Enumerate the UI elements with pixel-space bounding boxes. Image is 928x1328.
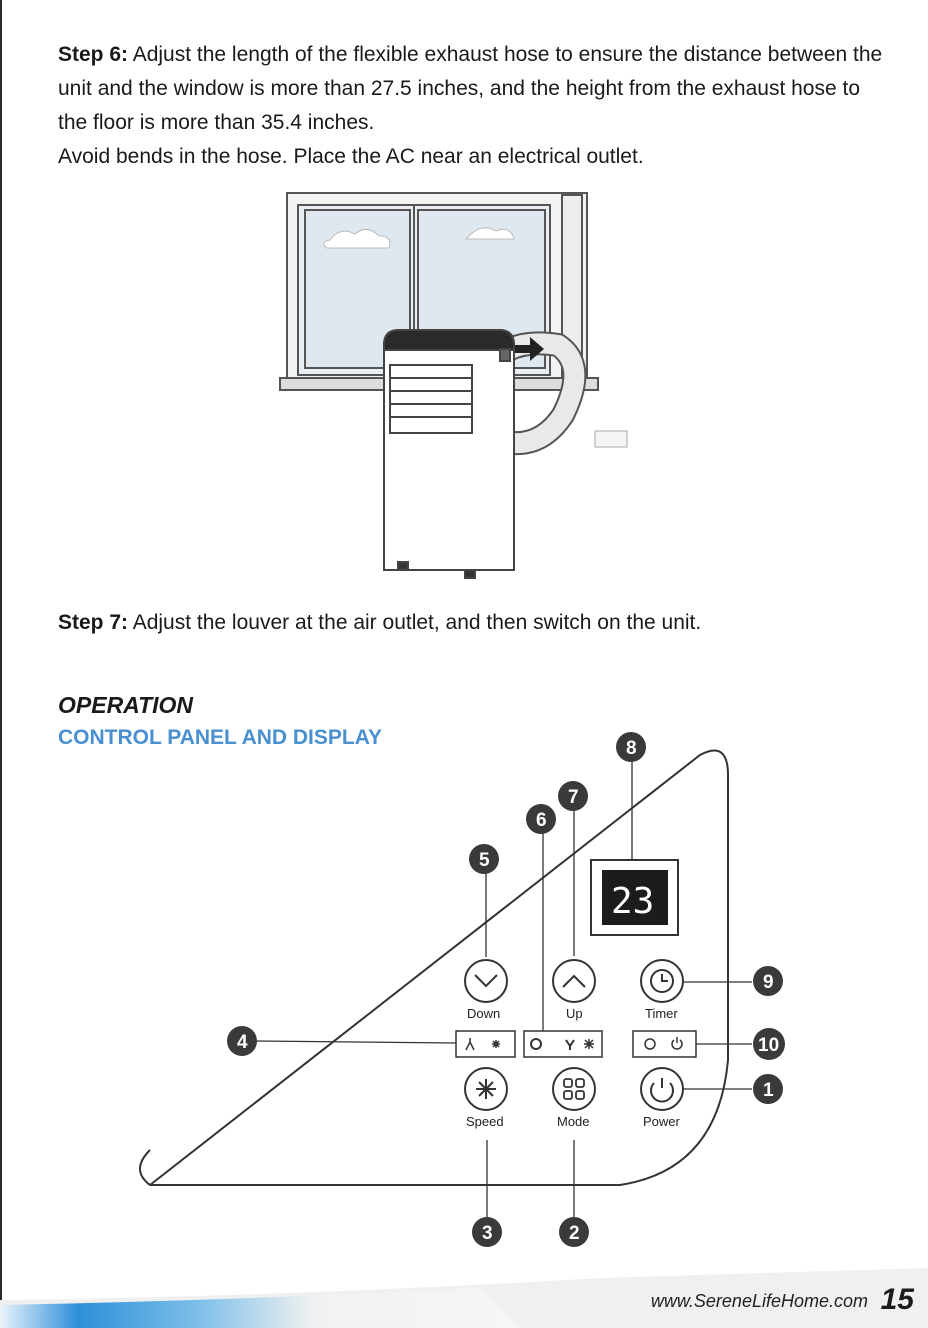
leader-lines	[255, 760, 752, 1220]
section-subtitle: CONTROL PANEL AND DISPLAY	[58, 726, 382, 749]
callout-6: 6	[526, 804, 556, 834]
callout-10: 10	[753, 1028, 785, 1060]
clock-icon	[650, 969, 674, 993]
up-button[interactable]: Up	[552, 959, 596, 1021]
down-label: Down	[467, 1006, 500, 1021]
callout-1: 1	[753, 1074, 783, 1104]
svg-text:4: 4	[237, 1032, 248, 1053]
page-number: 15	[880, 1283, 914, 1316]
callout-9: 9	[753, 966, 783, 996]
panel-outline	[139, 749, 729, 1186]
step6-text: Adjust the length of the flexible exhaus…	[58, 43, 883, 134]
up-label: Up	[566, 1006, 583, 1021]
step6-label: Step 6:	[58, 43, 129, 66]
svg-text:7: 7	[568, 787, 579, 808]
fan-speed-indicators	[455, 1030, 516, 1058]
dry-icon	[565, 1039, 575, 1050]
svg-text:5: 5	[479, 850, 490, 871]
down-button[interactable]: Down	[464, 959, 508, 1021]
power-label: Power	[643, 1114, 681, 1129]
callout-7: 7	[558, 781, 588, 811]
mode-indicators	[523, 1030, 603, 1058]
power-icon	[650, 1078, 674, 1103]
svg-text:6: 6	[536, 810, 547, 831]
temperature-display: 23	[590, 859, 679, 936]
svg-text:1: 1	[763, 1080, 774, 1101]
snowflake-icon	[530, 1038, 542, 1050]
timer-label: Timer	[645, 1006, 678, 1021]
svg-text:9: 9	[763, 972, 774, 993]
mode-button[interactable]: Mode	[552, 1067, 596, 1129]
fan-mode-icon	[584, 1039, 594, 1049]
left-margin-rule	[0, 0, 2, 1328]
step7-text: Adjust the louver at the air outlet, and…	[132, 611, 702, 634]
callout-3: 3	[472, 1217, 502, 1247]
step7-label: Step 7:	[58, 611, 129, 634]
speed-button[interactable]: Speed	[464, 1067, 508, 1129]
fan-low-icon	[465, 1038, 475, 1051]
callout-2: 2	[559, 1217, 589, 1247]
callout-4: 4	[227, 1026, 257, 1056]
speed-label: Speed	[466, 1114, 504, 1129]
mode-label: Mode	[557, 1114, 590, 1129]
callout-8: 8	[616, 732, 646, 762]
chevron-up-icon	[562, 974, 586, 988]
footer-url: www.SereneLifeHome.com	[650, 1291, 868, 1311]
grid-icon	[563, 1078, 585, 1100]
timer-power-indicators	[632, 1030, 697, 1058]
chevron-down-icon	[474, 974, 498, 988]
fan-icon	[476, 1079, 496, 1099]
display-digits: 23	[611, 881, 654, 922]
callout-5: 5	[469, 844, 499, 874]
svg-text:8: 8	[626, 738, 637, 759]
svg-text:3: 3	[482, 1223, 493, 1244]
svg-text:2: 2	[569, 1223, 580, 1244]
timer-button[interactable]: Timer	[640, 959, 684, 1021]
fan-high-icon	[492, 1040, 500, 1048]
section-title: OPERATION	[58, 692, 194, 718]
step7-paragraph: Step 7: Adjust the louver at the air out…	[58, 606, 888, 640]
power-indicator-icon	[671, 1037, 683, 1050]
svg-text:10: 10	[758, 1035, 779, 1056]
timer-indicator-icon	[644, 1038, 656, 1050]
power-button[interactable]: Power	[640, 1067, 684, 1129]
step6-extra-text: Avoid bends in the hose. Place the AC ne…	[58, 145, 644, 168]
step6-paragraph: Step 6: Adjust the length of the flexibl…	[58, 38, 888, 140]
